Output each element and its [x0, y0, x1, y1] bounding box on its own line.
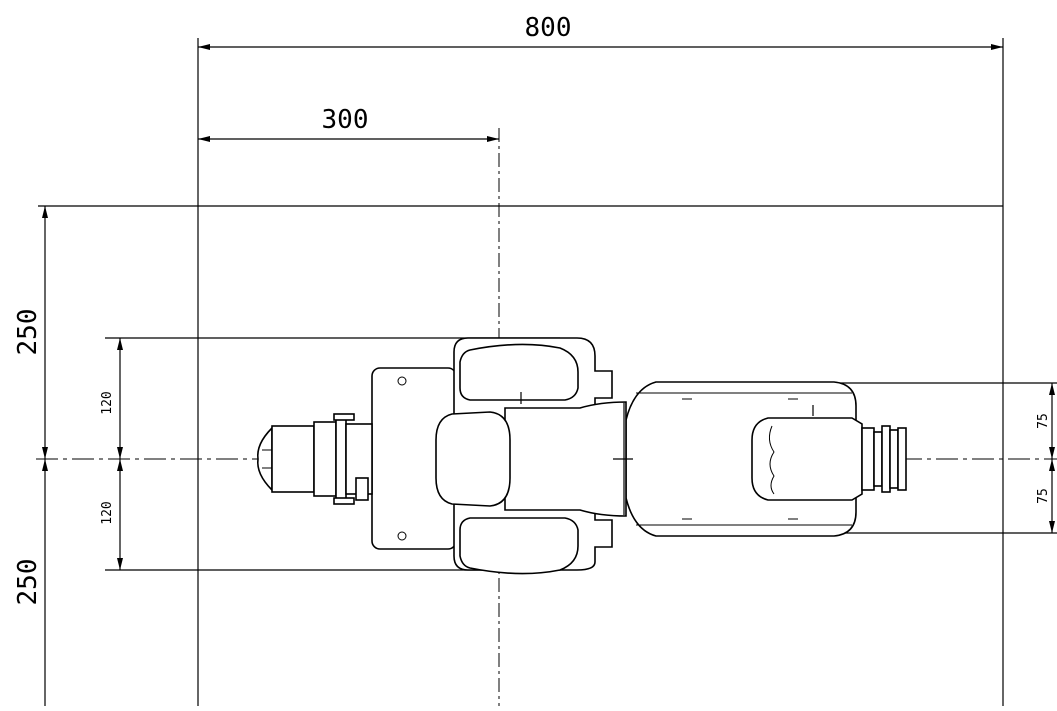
dim-label-120-top: 120 [100, 391, 115, 414]
dimension-lines [42, 44, 1055, 706]
dim-label-300: 300 [322, 105, 369, 135]
wrist-flange [861, 425, 907, 493]
dim-label-250-bottom: 250 [13, 559, 43, 606]
dim-label-75-top: 75 [1036, 413, 1051, 429]
shoulder-lobe-top [459, 343, 579, 401]
elbow-housing [751, 417, 863, 501]
turret-cover [435, 411, 511, 507]
dim-label-120-bottom: 120 [100, 501, 115, 524]
dim-label-75-bottom: 75 [1036, 488, 1051, 504]
shoulder-link [504, 401, 627, 517]
base-bolt-bottom [397, 531, 407, 541]
robot-outline [256, 337, 907, 575]
dim-label-800: 800 [525, 13, 572, 43]
dimension-labels: 800 300 250 250 120 120 75 75 [13, 13, 1051, 605]
dim-label-250-top: 250 [13, 309, 43, 356]
base-bolt-top [397, 376, 407, 386]
shoulder-lobe-bottom [459, 517, 579, 575]
rear-motor [256, 413, 373, 505]
extension-lines [38, 38, 1057, 706]
